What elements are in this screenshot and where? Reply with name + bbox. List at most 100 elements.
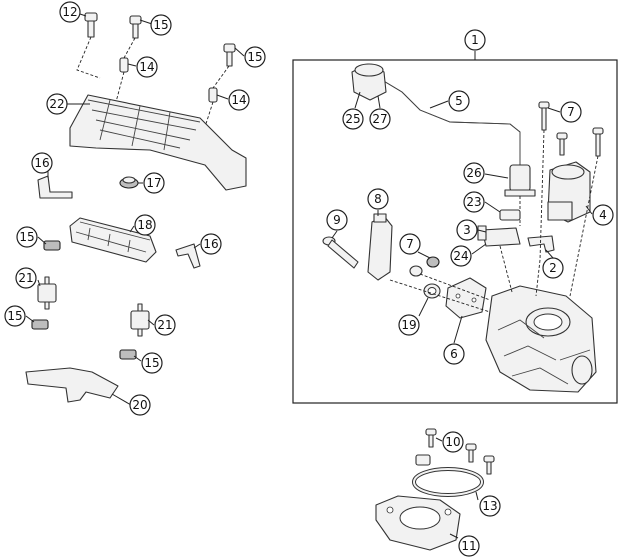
screw-7-b [556,132,568,156]
callout-4: 4 [592,204,614,226]
callout-label: 9 [333,213,341,227]
screw-7-a [538,101,550,131]
relay-21-left [37,276,57,310]
spacer-14-right [208,87,218,103]
callout-label: 11 [461,539,476,553]
callout-16: 16 [31,152,53,174]
spacer-14-left [119,57,129,73]
callout-19: 19 [398,314,420,336]
grommet-17 [119,176,139,189]
injector-23 [499,209,521,221]
cover-bracket-22 [69,94,247,191]
assembly-line-8 [389,279,491,313]
callout-label: 17 [146,176,161,190]
callout-23: 23 [463,191,485,213]
callout-label: 14 [139,60,154,74]
callout-7: 7 [560,101,582,123]
callout-1: 1 [464,29,486,51]
callout-14: 14 [136,56,158,78]
callout-label: 24 [453,249,468,263]
callout-13: 13 [479,495,501,517]
assembly-line-seal [419,273,491,301]
callout-label: 12 [62,5,77,19]
callout-label: 1 [471,33,479,47]
callout-label: 16 [34,156,49,170]
callout-label: 8 [374,192,382,206]
callout-label: 3 [463,223,471,237]
callout-11: 11 [458,535,480,557]
callout-5: 5 [448,90,470,112]
o-ring-19 [423,283,441,299]
callout-14: 14 [228,89,250,111]
callout-16: 16 [200,233,222,255]
assembly-line-7a [535,129,545,297]
callout-27: 27 [369,108,391,130]
callout-label: 23 [466,195,481,209]
callout-15: 15 [4,305,26,327]
assembly-line-24 [499,245,513,293]
callout-label: 15 [19,230,34,244]
screws-10 [425,428,495,475]
control-unit-18 [69,217,157,263]
callout-22: 22 [46,93,68,115]
sensor-26 [504,164,536,197]
callout-12: 12 [59,1,81,23]
sensor-8 [367,213,393,281]
callout-label: 21 [157,318,172,332]
callout-6: 6 [443,343,465,365]
callout-2: 2 [542,257,564,279]
clip-16-lower [175,243,201,269]
throttle-body [485,285,597,393]
callout-15: 15 [16,226,38,248]
callout-label: 16 [203,237,218,251]
grommet-15-mid [43,240,61,251]
callout-label: 26 [466,166,481,180]
callout-label: 20 [132,398,147,412]
callout-15: 15 [141,352,163,374]
callout-label: 18 [137,218,152,232]
callout-26: 26 [463,162,485,184]
assembly-line-left-a [76,36,101,79]
callout-label: 15 [7,309,22,323]
callout-15: 15 [150,14,172,36]
callout-18: 18 [134,214,156,236]
actuator-4 [547,161,591,223]
callout-24: 24 [450,245,472,267]
callout-label: 21 [18,271,33,285]
callout-8: 8 [367,188,389,210]
clamp-13 [412,454,484,497]
callout-label: 27 [372,112,387,126]
callout-25: 25 [342,108,364,130]
callout-3: 3 [456,219,478,241]
leader-lines [25,13,593,539]
callout-10: 10 [442,431,464,453]
callout-label: 14 [231,93,246,107]
relay-21-right [130,303,150,337]
screw-12 [84,12,98,38]
callout-label: 15 [247,50,262,64]
screw-9 [322,236,359,269]
callout-label: 5 [455,94,463,108]
callout-21: 21 [154,314,176,336]
injector-24 [477,225,521,247]
callout-label: 15 [144,356,159,370]
gasket-6 [445,277,487,319]
callout-7: 7 [399,233,421,255]
seal-small [409,265,423,277]
assembly-line-left-b [115,37,136,103]
callout-label: 7 [567,105,575,119]
callout-label: 19 [401,318,416,332]
callout-label: 7 [406,237,414,251]
screw-15-right [223,43,236,67]
callout-21: 21 [15,267,37,289]
callout-label: 10 [445,435,460,449]
callout-label: 22 [49,97,64,111]
holder-20 [25,367,119,403]
clip-16-upper [37,175,73,199]
callout-label: 15 [153,18,168,32]
connector-25 [351,63,387,101]
screw-15-top [129,15,142,39]
assembly-frame [292,59,618,404]
callout-label: 2 [549,261,557,275]
